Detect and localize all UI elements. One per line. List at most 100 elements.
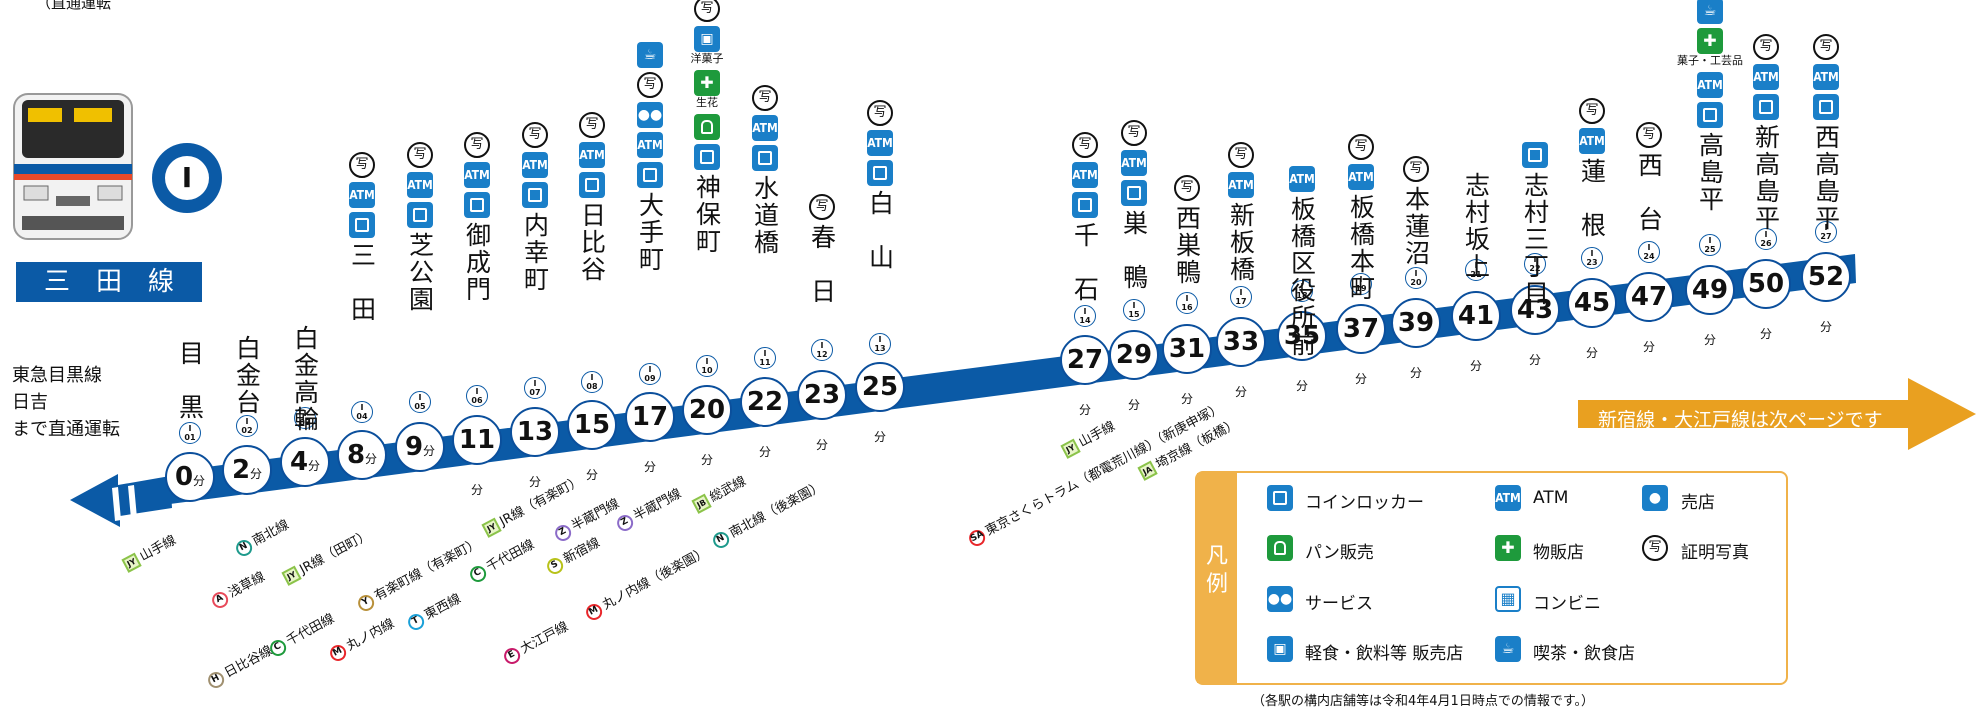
station-name: 三 田 (347, 242, 377, 323)
station-number: I 27 (1815, 221, 1837, 243)
atm-icon: ATM (1228, 172, 1254, 198)
station-name: 志村三丁目 (1520, 172, 1550, 307)
minutes-value: 41 (1457, 301, 1495, 331)
minutes-value: 13 (516, 417, 554, 447)
bread-icon (694, 114, 720, 140)
atm-icon: ATM (637, 132, 663, 158)
minutes-unit: 分 (1127, 398, 1140, 412)
minutes-value: 52 (1807, 262, 1845, 292)
photo-booth-icon: 写 (522, 122, 548, 148)
station-minutes: 50分 (1741, 259, 1791, 341)
legend-bread: パン販売 (1305, 543, 1374, 563)
atm-icon: ATM (867, 130, 893, 156)
atm-icon: ATM (1072, 162, 1098, 188)
minutes-unit: 分 (1078, 403, 1091, 417)
legend-snack: 軽食・飲料等 販売店 (1305, 644, 1464, 664)
station-number-text: I 26 (1760, 230, 1772, 248)
gift-shop-icon: ✚ (694, 70, 720, 96)
station-name: 板橋本町 (1346, 194, 1376, 302)
minutes-value: 33 (1222, 327, 1260, 357)
station-minutes: 29分 (1109, 330, 1159, 412)
station-name: 芝公園 (405, 232, 435, 313)
minutes-unit: 分 (758, 445, 771, 459)
station-number: I 02 (236, 415, 258, 437)
minutes-unit: 分 (365, 452, 378, 466)
station-number-text: I 25 (1704, 236, 1716, 254)
minutes-value: 31 (1168, 334, 1206, 364)
photo-booth-icon: 写 (1753, 34, 1779, 60)
legend: 凡例 コインロッカー ATM ATM ● 売店 パン販売 ✚ 物販店 写 証明写… (1195, 471, 1788, 685)
station-minutes: 17分 (625, 392, 675, 474)
cafe-icon: ☕ (1697, 0, 1723, 24)
coin-locker-icon (1753, 94, 1779, 120)
minutes-unit: 分 (250, 467, 263, 481)
minutes-value: 22 (746, 387, 784, 417)
minutes-value: 0 (174, 462, 194, 492)
station-minutes: 45分 (1567, 278, 1617, 360)
line-name: 三 田 線 (16, 262, 202, 302)
photo-booth-icon: 写 (1813, 34, 1839, 60)
minutes-unit: 分 (873, 430, 886, 444)
station-minutes: 0分 (165, 452, 215, 502)
atm-icon: ATM (1579, 128, 1605, 154)
minutes-unit: 分 (700, 453, 713, 467)
service-icon: ●● (1267, 586, 1293, 612)
station-minutes: 13分 (510, 407, 560, 489)
station-name: 新板橋 (1226, 202, 1256, 283)
minutes-value: 37 (1342, 314, 1380, 344)
station-name: 千 石 (1070, 222, 1100, 303)
station-number-text: I 03 (299, 409, 311, 427)
convenience-store-icon: ▦ (1495, 586, 1521, 612)
station-number: I 01 (179, 422, 201, 444)
station-name: 高島平 (1695, 132, 1725, 213)
station-number: I 05 (409, 391, 431, 413)
station-minutes: 27分 (1060, 335, 1110, 417)
minutes-unit: 分 (1703, 333, 1716, 347)
atm-icon: ATM (407, 172, 433, 198)
station-name: 西巣鴨 (1172, 205, 1202, 286)
minutes-value: 25 (861, 372, 899, 402)
station-number-text: I 17 (1235, 288, 1247, 306)
coin-locker-icon (1697, 102, 1723, 128)
through-line: 東急目黒線 (12, 365, 102, 386)
minutes-unit: 分 (1469, 359, 1482, 373)
through-dest: 日吉 (12, 392, 48, 413)
atm-icon: ATM (522, 152, 548, 178)
station-name: 春 日 (807, 224, 837, 305)
legend-cafe: 喫茶・飲食店 (1533, 644, 1635, 664)
minutes-value: 15 (573, 410, 611, 440)
station-minutes: 37分 (1336, 304, 1386, 386)
station-number-text: I 15 (1128, 301, 1140, 319)
station-number-text: I 21 (1470, 261, 1482, 279)
station-number-text: I 08 (586, 373, 598, 391)
station-minutes: 39分 (1391, 298, 1441, 380)
coin-locker-icon (867, 160, 893, 186)
station-number: I 16 (1176, 292, 1198, 314)
minutes-unit: 分 (1585, 346, 1598, 360)
station-minutes: 9分 (395, 422, 445, 472)
station-number: I 20 (1405, 267, 1427, 289)
atm-icon: ATM (349, 182, 375, 208)
legend-kiosk: 売店 (1681, 493, 1715, 513)
station-number-text: I 23 (1586, 249, 1598, 267)
minutes-value: 50 (1747, 269, 1785, 299)
station-number: I 21 (1465, 259, 1487, 281)
minutes-unit: 分 (643, 460, 656, 474)
footnote: （各駅の構内店舗等は令和4年4月1日時点での情報です。） (1252, 694, 1595, 708)
atm-icon: ATM (579, 142, 605, 168)
station-number-text: I 18 (1296, 282, 1308, 300)
station-minutes: 4分 (280, 437, 330, 487)
photo-booth-icon: 写 (809, 194, 835, 220)
photo-booth-icon: 写 (1636, 122, 1662, 148)
atm-icon: ATM (1289, 166, 1315, 192)
train-illustration (13, 93, 133, 240)
minutes-value: 49 (1691, 275, 1729, 305)
shop-label: 洋菓子 (690, 52, 724, 65)
station-minutes: 35分 (1277, 311, 1327, 393)
legend-service: サービス (1305, 594, 1373, 614)
station-number: I 10 (696, 355, 718, 377)
next-page-text: 新宿線・大江戸線は次ページです (1598, 409, 1883, 431)
minutes-unit: 分 (1409, 366, 1422, 380)
shop-label: 菓子・工芸品 (1677, 54, 1743, 67)
